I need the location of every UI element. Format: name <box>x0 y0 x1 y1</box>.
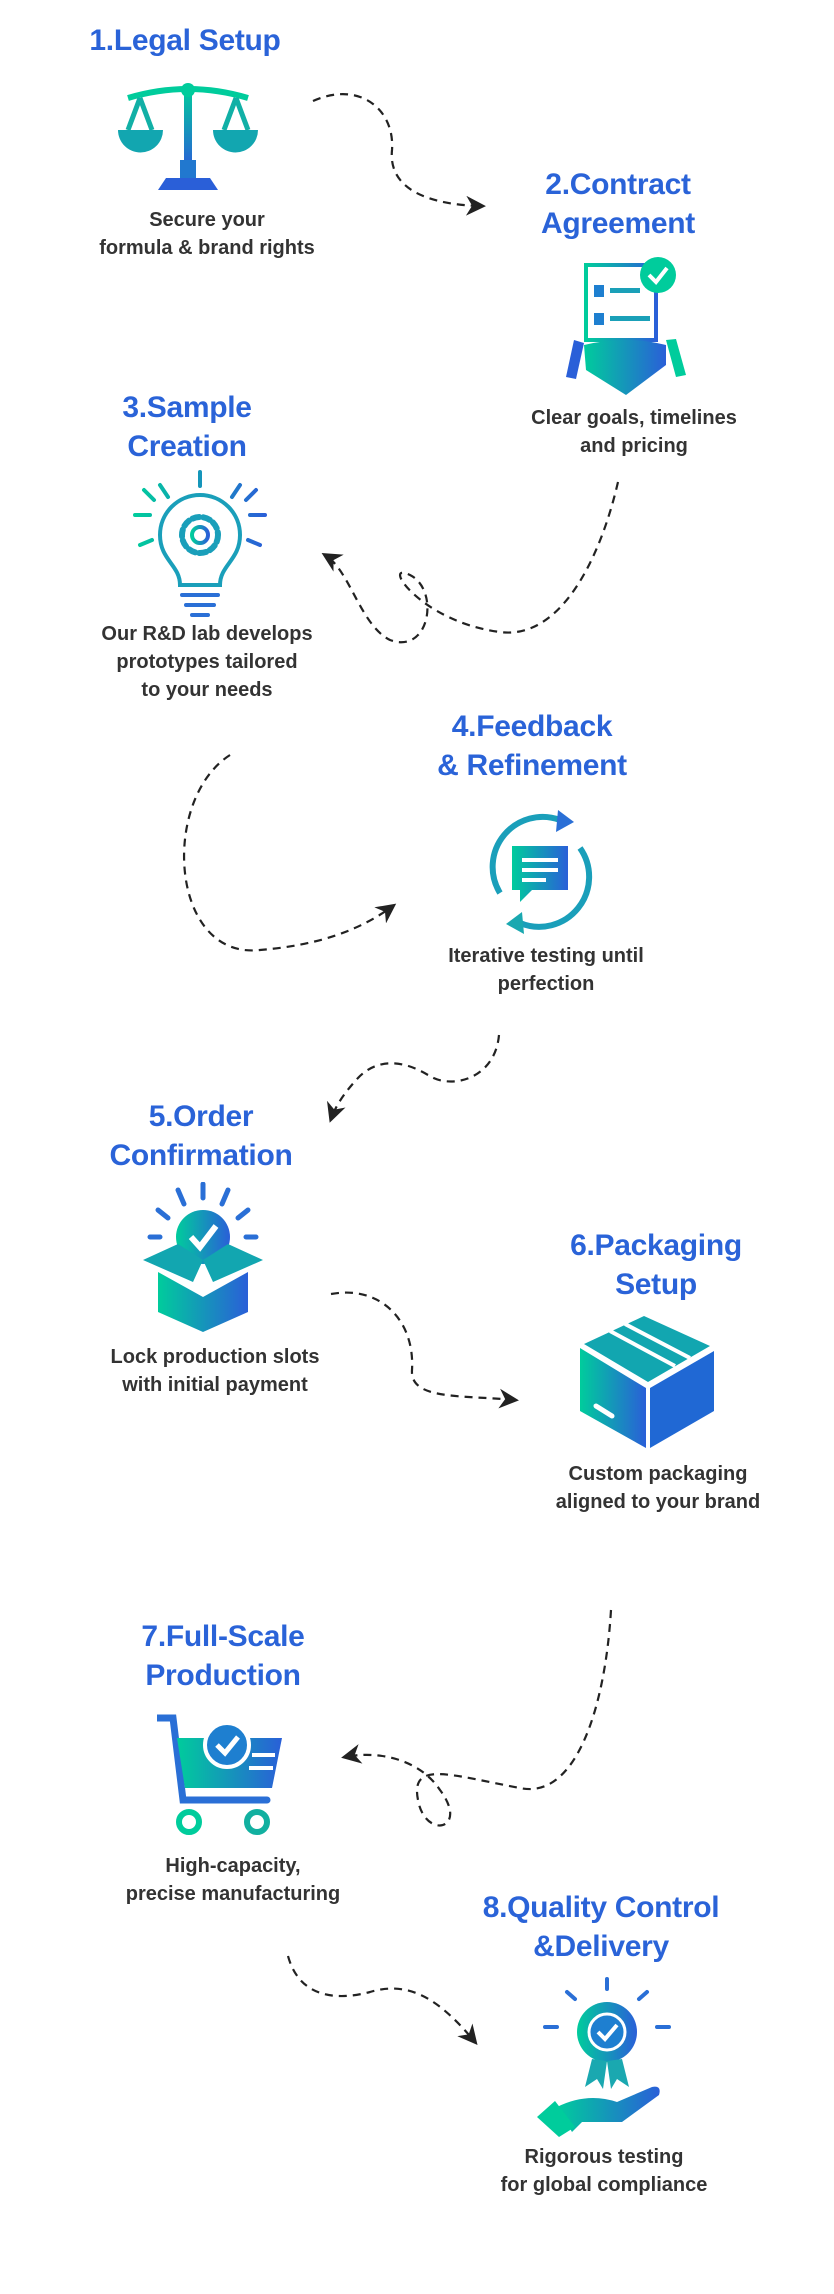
title-line: 4.Feedback <box>451 710 613 743</box>
step-title: 2.Contract Agreement <box>541 165 695 243</box>
step-description: Lock production slots with initial payme… <box>111 1343 320 1399</box>
desc-line: to your needs <box>141 679 273 701</box>
arrow-2-to-3 <box>321 481 620 644</box>
lightbulb-gear-icon <box>133 470 267 617</box>
desc-line: Rigorous testing <box>524 2146 684 2168</box>
step-description: Iterative testing until perfection <box>448 942 644 998</box>
arrow-6-to-7 <box>341 1609 613 1827</box>
desc-line: aligned to your brand <box>555 1491 761 1513</box>
title-line: &Delivery <box>533 1930 669 1963</box>
title-line: 5.Order <box>148 1100 254 1133</box>
step-title: 5.Order Confirmation <box>109 1097 292 1175</box>
title-line: Confirmation <box>109 1139 293 1172</box>
package-icon <box>580 1316 714 1448</box>
title-line: Agreement <box>540 207 696 240</box>
title-line: 8.Quality Control <box>482 1891 720 1924</box>
step-description: Custom packaging aligned to your brand <box>556 1460 760 1516</box>
desc-line: perfection <box>497 973 595 995</box>
desc-line: prototypes tailored <box>116 651 298 673</box>
title-line: 3.Sample <box>122 391 252 424</box>
scales-icon <box>118 83 258 190</box>
arrow-4-to-5 <box>327 1034 501 1123</box>
step-description: Rigorous testing for global compliance <box>501 2143 708 2199</box>
desc-line: Our R&D lab develops <box>101 623 313 645</box>
title-line: & Refinement <box>437 749 627 782</box>
arrow-5-to-6 <box>330 1291 519 1409</box>
title-line: 7.Full-Scale <box>141 1620 305 1653</box>
step-title: 4.Feedback & Refinement <box>437 707 627 785</box>
feedback-cycle-icon <box>489 810 593 934</box>
desc-line: Secure your <box>149 209 265 231</box>
desc-line: formula & brand rights <box>99 237 315 259</box>
desc-line: High-capacity, <box>165 1855 301 1877</box>
title-line: 2.Contract <box>545 168 691 201</box>
arrow-7-to-8 <box>286 1955 478 2046</box>
step-description: High-capacity, precise manufacturing <box>126 1852 341 1908</box>
box-check-icon <box>143 1182 263 1332</box>
title-line: 1.Legal Setup <box>89 24 281 57</box>
desc-line: with initial payment <box>122 1374 308 1396</box>
desc-line: precise manufacturing <box>125 1883 341 1905</box>
cart-check-icon <box>157 1714 282 1835</box>
arrow-3-to-4 <box>183 754 397 952</box>
step-description: Clear goals, timelines and pricing <box>531 404 737 460</box>
step-title: 1.Legal Setup <box>89 21 280 60</box>
title-line: 6.Packaging <box>570 1229 742 1262</box>
title-line: Creation <box>127 430 247 463</box>
desc-line: Iterative testing until <box>448 945 644 967</box>
arrow-1-to-2 <box>312 93 486 216</box>
hand-badge-icon <box>537 1977 671 2137</box>
title-line: Setup <box>615 1268 697 1301</box>
step-title: 7.Full-Scale Production <box>141 1617 304 1695</box>
title-line: Production <box>145 1659 301 1692</box>
step-title: 6.Packaging Setup <box>570 1226 742 1304</box>
step-title: 3.Sample Creation <box>122 388 252 466</box>
desc-line: Custom packaging <box>568 1463 748 1485</box>
desc-line: for global compliance <box>500 2174 708 2196</box>
desc-line: Clear goals, timelines <box>531 407 737 429</box>
desc-line: and pricing <box>580 435 688 457</box>
step-description: Secure your formula & brand rights <box>99 206 315 262</box>
contract-handshake-icon <box>566 257 686 395</box>
step-title: 8.Quality Control &Delivery <box>483 1888 720 1966</box>
desc-line: Lock production slots <box>110 1346 320 1368</box>
step-description: Our R&D lab develops prototypes tailored… <box>101 620 312 704</box>
